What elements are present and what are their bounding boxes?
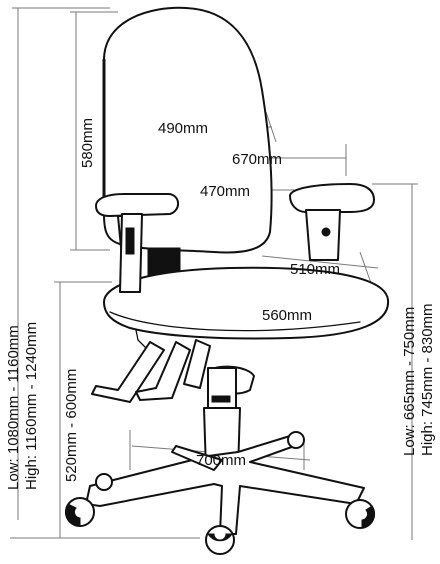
label-base-diameter: 700mm <box>196 452 246 469</box>
label-arm-inner-width: 470mm <box>200 183 250 200</box>
label-back-height: 580mm <box>79 118 96 168</box>
tilt-lever <box>91 341 165 403</box>
castors <box>65 431 376 555</box>
label-arm-height-high: High: 745mm - 830mm <box>419 303 436 456</box>
seat <box>103 266 390 340</box>
chair-drawing <box>65 6 390 555</box>
label-seat-height: 520mm - 600mm <box>63 369 80 482</box>
label-seat-width: 560mm <box>262 307 312 324</box>
left-armrest <box>95 193 179 217</box>
label-overall-height-high: High: 1160mm - 1240mm <box>23 322 40 490</box>
label-back-width: 490mm <box>158 120 208 137</box>
label-seat-depth: 510mm <box>290 261 340 278</box>
gas-lift <box>207 367 237 411</box>
dimension-labels: 490mm 670mm 470mm 510mm 560mm 700mm 580m… <box>5 118 436 490</box>
label-arm-outer-width: 670mm <box>232 151 282 168</box>
label-overall-height-low: Low: 1080mm - 1160mm <box>5 325 22 490</box>
right-armrest <box>289 183 375 213</box>
label-arm-height-low: Low: 665mm - 750mm <box>401 307 418 456</box>
